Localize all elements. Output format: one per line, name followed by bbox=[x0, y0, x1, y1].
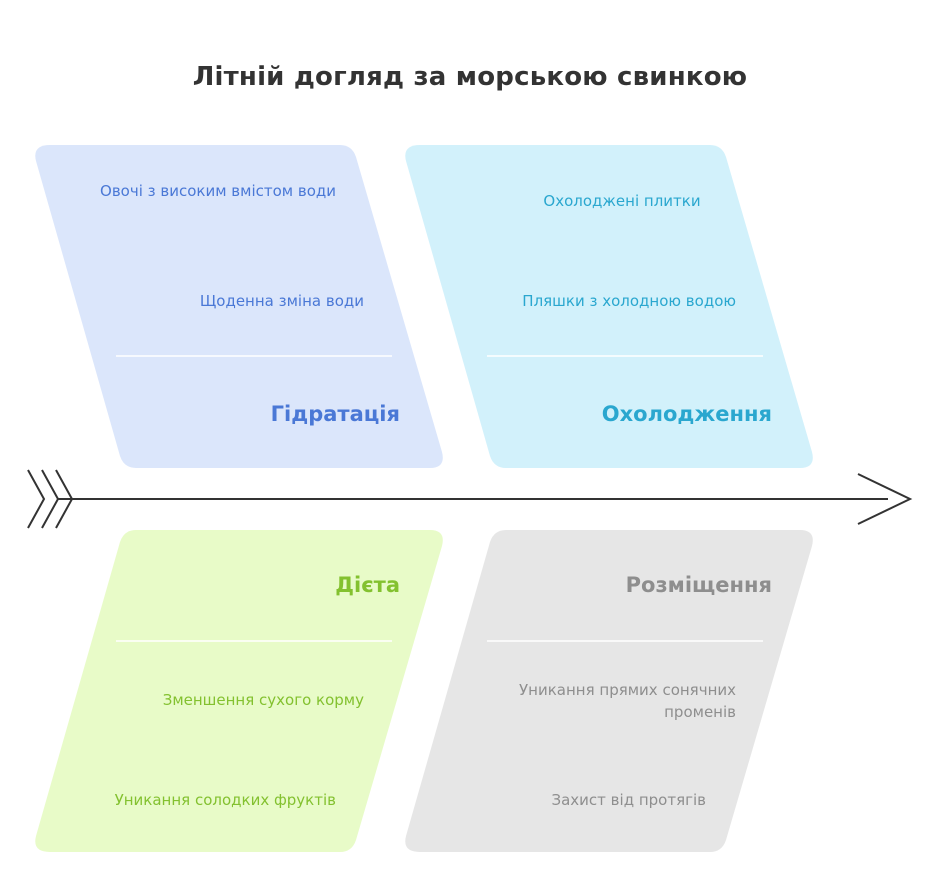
placement-category-label: Розміщення bbox=[625, 573, 772, 597]
cooling-box bbox=[405, 145, 813, 468]
hydration-box bbox=[35, 145, 443, 468]
hydration-category-label: Гідратація bbox=[270, 402, 400, 426]
diet-item-2: Уникання солодких фруктів bbox=[114, 791, 336, 809]
diet-box bbox=[35, 530, 443, 852]
placement-box bbox=[405, 530, 813, 852]
hydration-item-2: Щоденна зміна води bbox=[199, 292, 364, 310]
spine-arrowhead bbox=[857, 473, 913, 525]
placement-item-2: Захист від протягів bbox=[551, 791, 707, 809]
placement-item-1: Уникання прямих сонячних променів bbox=[519, 681, 736, 721]
diet-category-label: Дієта bbox=[335, 573, 400, 597]
cooling-item-1: Охолоджені плитки bbox=[543, 192, 701, 210]
diet-item-1: Зменшення сухого корму bbox=[162, 691, 364, 709]
cooling-item-2: Пляшки з холодною водою bbox=[522, 292, 736, 310]
hydration-item-1: Овочі з високим вмістом води bbox=[100, 182, 336, 200]
diagram-title: Літній догляд за морською свинкою bbox=[192, 62, 748, 92]
cooling-category-label: Охолодження bbox=[601, 402, 772, 426]
